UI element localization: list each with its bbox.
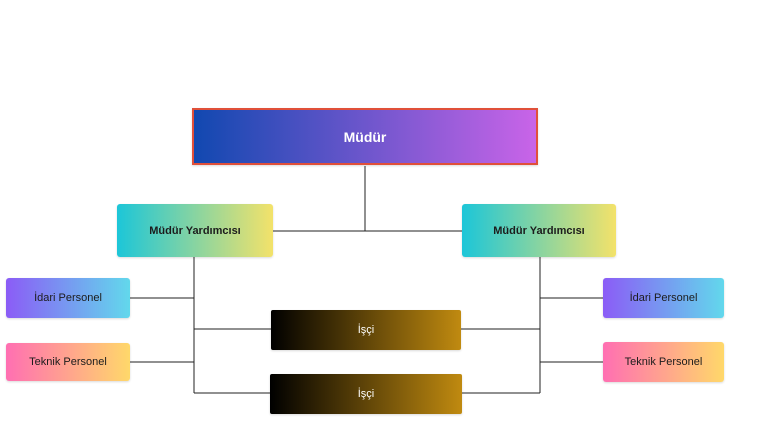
node-label: Teknik Personel [29, 356, 107, 368]
node-label: Müdür Yardımcısı [493, 224, 585, 237]
node-label: Müdür [343, 128, 387, 145]
node-label: İşçi [357, 324, 375, 336]
node-director[interactable]: Müdür [192, 108, 538, 165]
node-label: Müdür Yardımcısı [149, 224, 241, 237]
node-label: İşçi [357, 388, 375, 400]
node-worker-1[interactable]: İşçi [271, 310, 461, 350]
node-label: İdari Personel [629, 292, 698, 304]
node-admin-staff-right[interactable]: İdari Personel [603, 278, 724, 318]
node-deputy-left[interactable]: Müdür Yardımcısı [117, 204, 273, 257]
node-label: İdari Personel [34, 292, 102, 304]
node-label: Teknik Personel [624, 356, 703, 368]
node-worker-2[interactable]: İşçi [270, 374, 462, 414]
node-deputy-right[interactable]: Müdür Yardımcısı [462, 204, 616, 257]
node-technical-staff-right[interactable]: Teknik Personel [603, 342, 724, 382]
node-admin-staff-left[interactable]: İdari Personel [6, 278, 130, 318]
node-technical-staff-left[interactable]: Teknik Personel [6, 343, 130, 381]
